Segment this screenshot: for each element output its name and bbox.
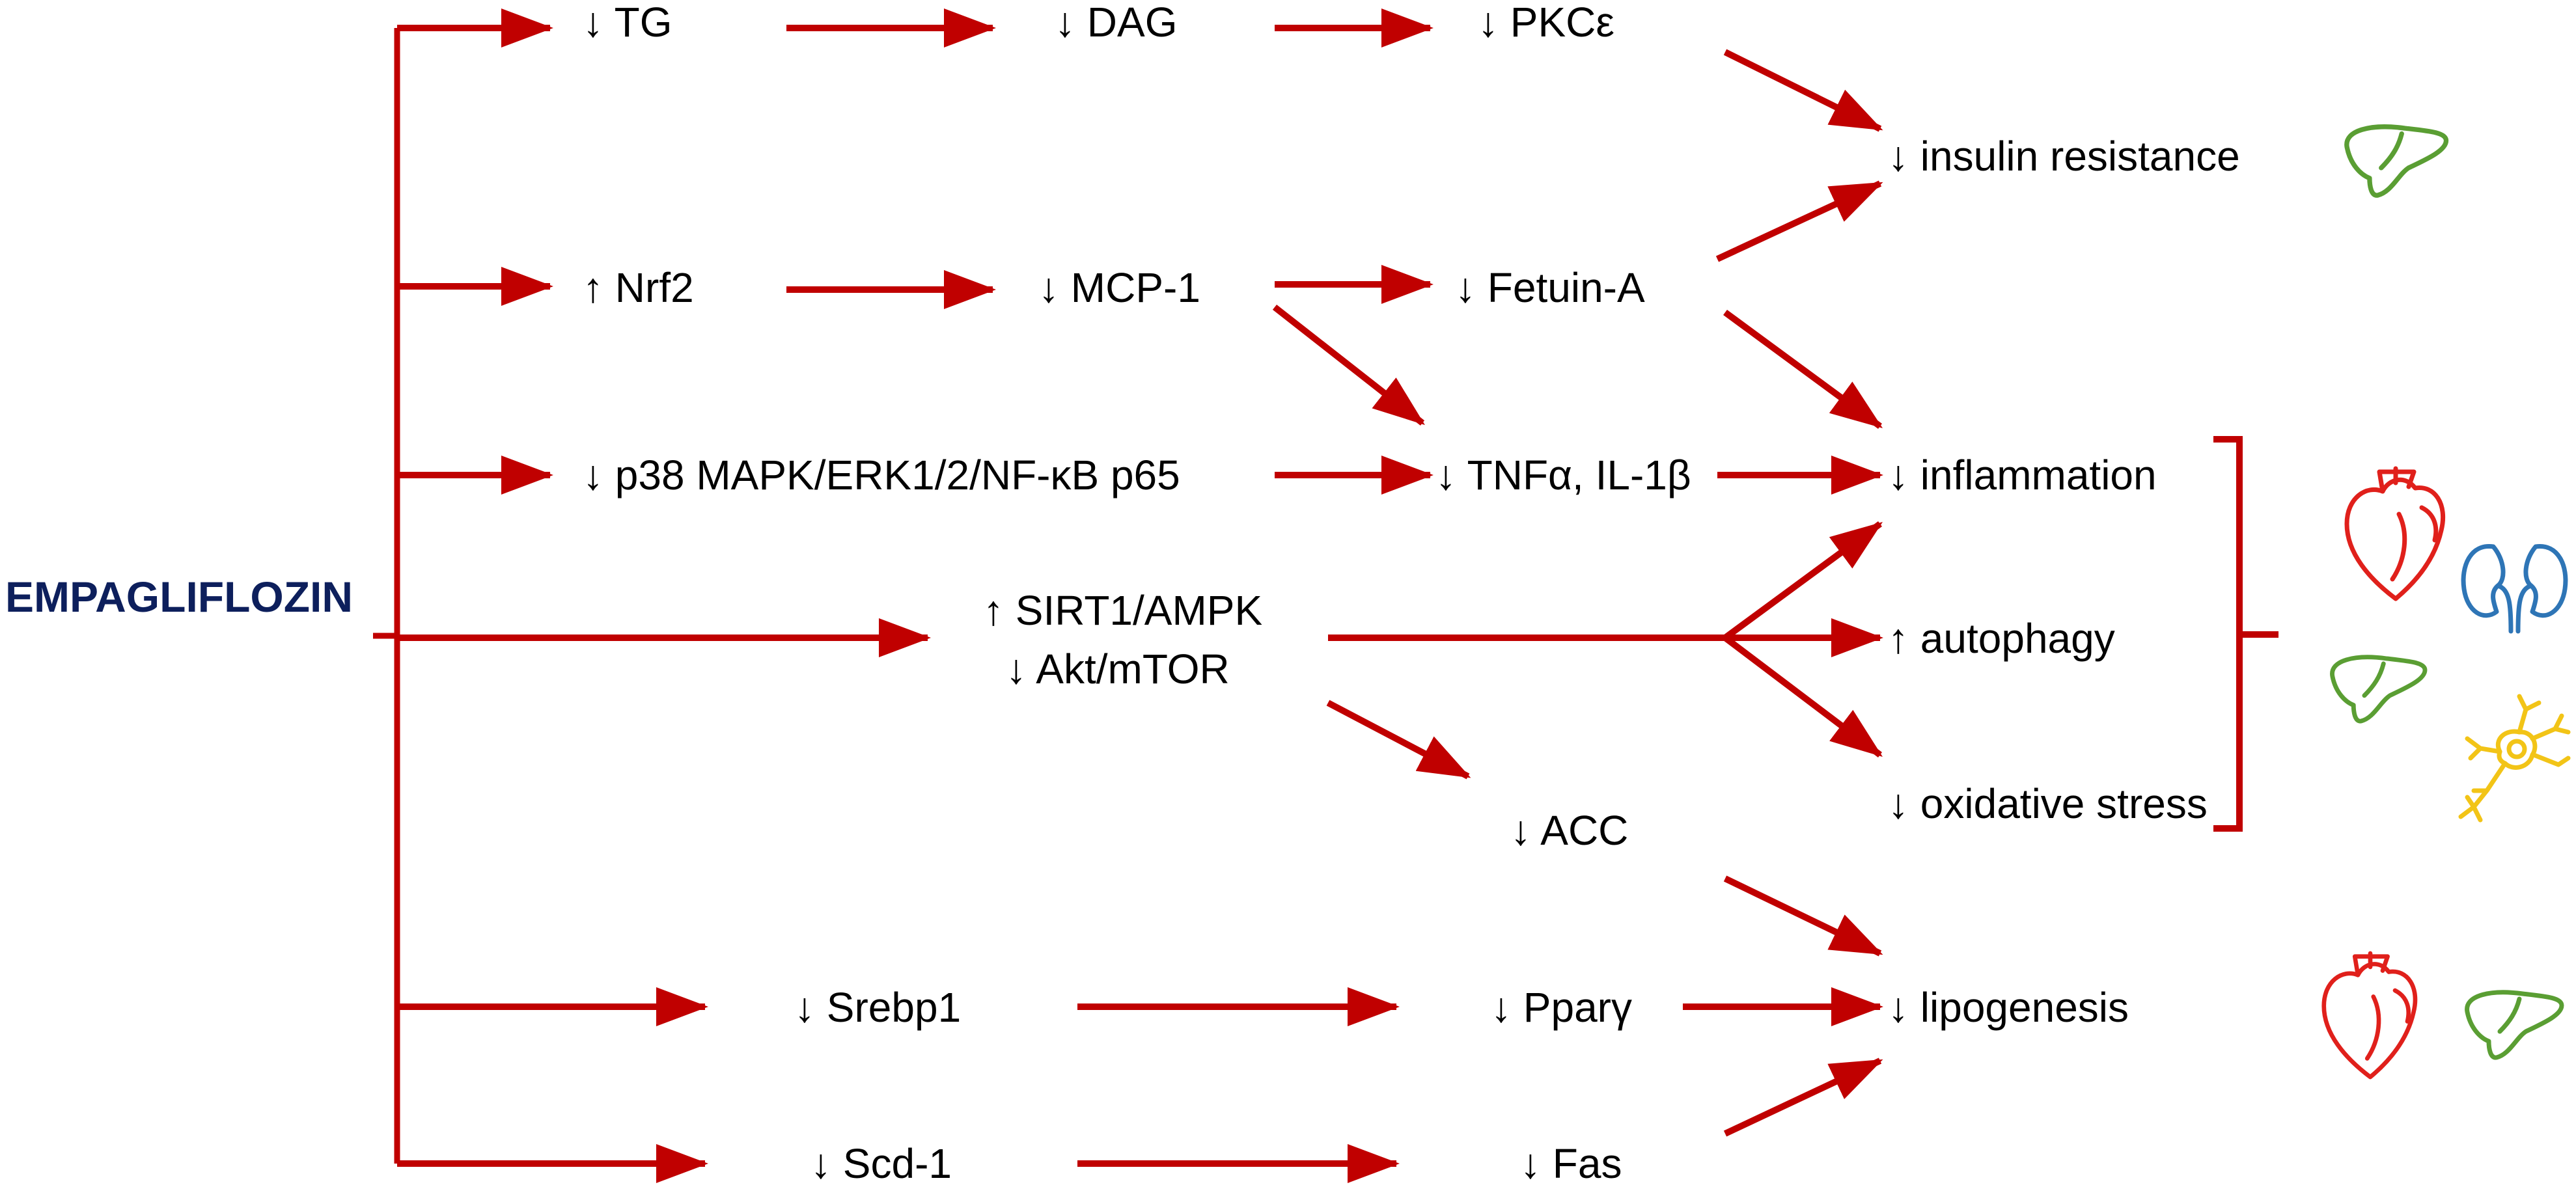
- outcome-oxidative-stress: ↓ oxidative stress: [1888, 780, 2208, 827]
- node-ppar: ↓ Pparγ: [1491, 984, 1632, 1031]
- arrow-fas-lipogenesis: [1723, 1057, 1883, 1137]
- outcome-insulin-resistance: ↓ insulin resistance: [1888, 133, 2240, 180]
- arrow-fetuin-insulin: [1715, 180, 1883, 262]
- liver-icon: [2465, 990, 2564, 1060]
- node-srebp1: ↓ Srebp1: [794, 984, 961, 1031]
- arrow-pkce-insulin: [1723, 49, 1883, 132]
- outcome-inflammation: ↓ inflammation: [1888, 452, 2157, 498]
- kidney-icon: [2461, 544, 2568, 634]
- node-fas: ↓ Fas: [1520, 1140, 1622, 1187]
- heart-icon: [2321, 951, 2418, 1080]
- outcome-labels: ↓ insulin resistance ↓ inflammation ↑ au…: [1888, 133, 2240, 1031]
- outcome-bracket: [2213, 436, 2278, 832]
- node-tnf: ↓ TNFα, IL-1β: [1435, 452, 1691, 498]
- liver-icon: [2344, 124, 2449, 198]
- heart-icon: [2344, 466, 2446, 601]
- liver-icon: [2330, 655, 2428, 724]
- arrow-mcp1-tnf: [1272, 305, 1425, 426]
- node-tg: ↓ TG: [583, 0, 672, 46]
- trunk-connectors: [373, 28, 400, 1164]
- arrows: [397, 8, 1883, 1183]
- node-pkce: ↓ PKCε: [1478, 0, 1614, 46]
- outcome-lipogenesis: ↓ lipogenesis: [1888, 984, 2129, 1031]
- node-labels: ↓ TG ↓ DAG ↓ PKCε ↑ Nrf2 ↓ MCP-1 ↓ Fetui…: [583, 0, 1691, 1187]
- arrow-fetuin-inflammation: [1723, 309, 1883, 430]
- arrow-akt-acc: [1326, 700, 1471, 780]
- node-p38: ↓ p38 MAPK/ERK1/2/NF-κB p65: [583, 452, 1180, 498]
- node-fetuin: ↓ Fetuin-A: [1455, 264, 1645, 311]
- node-akt: ↓ Akt/mTOR: [1006, 646, 1230, 692]
- node-nrf2: ↑ Nrf2: [583, 264, 694, 311]
- node-scd1: ↓ Scd-1: [810, 1140, 952, 1187]
- drug-label: EMPAGLIFLOZIN: [5, 573, 353, 621]
- node-acc: ↓ ACC: [1510, 807, 1628, 854]
- node-dag: ↓ DAG: [1055, 0, 1177, 46]
- arrow-fork-oxidative: [1723, 635, 1883, 757]
- arrow-acc-lipogenesis: [1723, 875, 1883, 957]
- node-sirt1: ↑ SIRT1/AMPK: [983, 587, 1262, 634]
- neuron-icon: [2458, 694, 2571, 823]
- arrow-fork-inflammation: [1723, 521, 1883, 641]
- outcome-autophagy: ↑ autophagy: [1888, 615, 2115, 662]
- node-mcp1: ↓ MCP-1: [1038, 264, 1200, 311]
